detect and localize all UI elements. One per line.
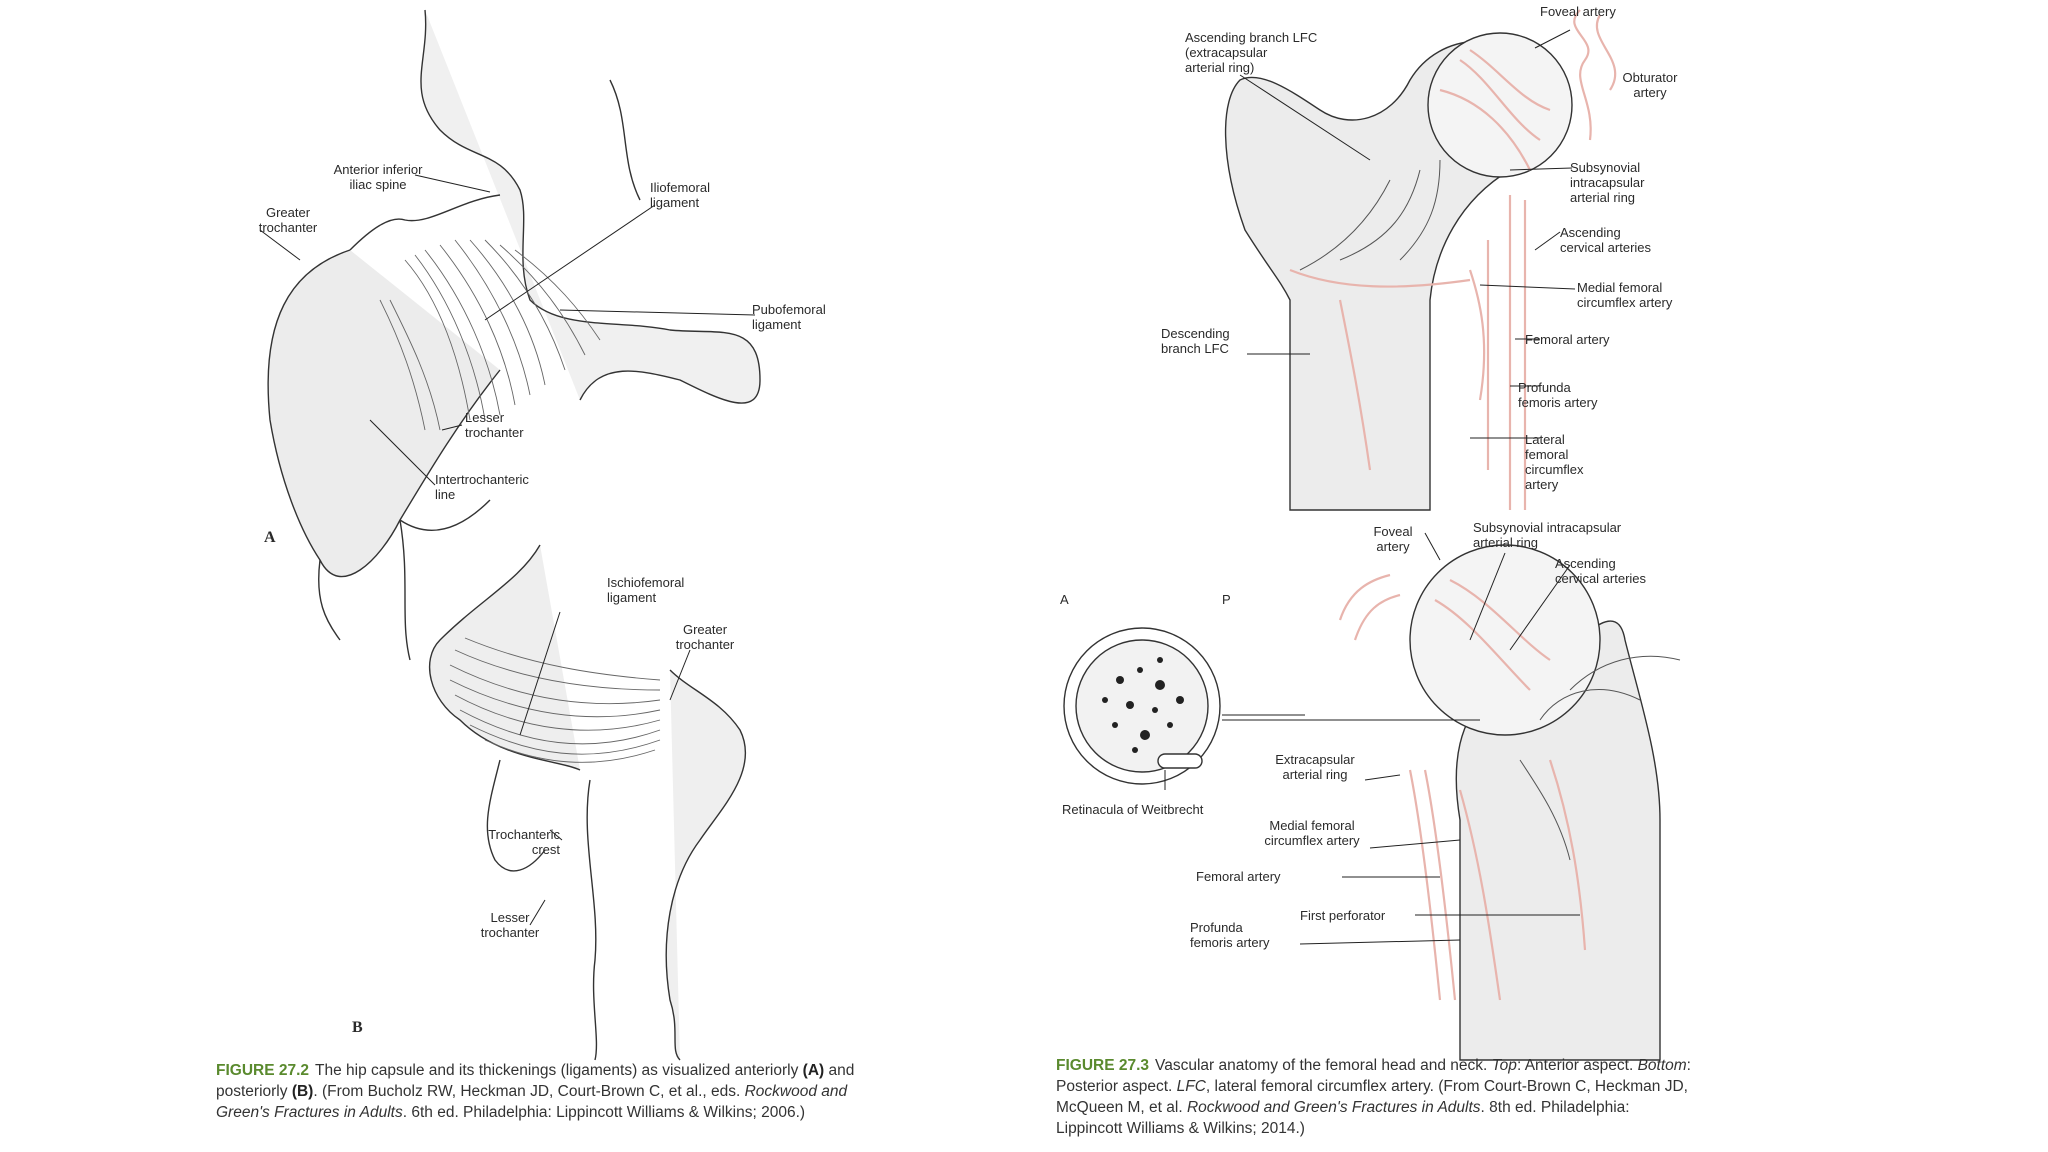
panel-a-drawing: [267, 9, 761, 661]
label-profunda-top: Profunda femoris artery: [1518, 380, 1598, 410]
label-lesser-trochanter-a: Lesser trochanter: [465, 410, 524, 440]
label-lesser-trochanter-b: Lesser trochanter: [480, 910, 540, 940]
figure-27-3: Foveal artery Obturator artery Ascending…: [1040, 0, 2048, 1152]
label-subsynovial-ring-top: Subsynovial intracapsular arterial ring: [1570, 160, 1645, 205]
label-intertrochanteric-line: Intertrochanteric line: [435, 472, 529, 502]
label-anterior-a: A: [1060, 592, 1069, 607]
label-femoral-artery-bottom: Femoral artery: [1196, 869, 1281, 884]
label-ascending-cervical-top: Ascending cervical arteries: [1560, 225, 1652, 255]
femoral-vascular-illustration: [1063, 9, 1681, 1061]
top-leaders: [1239, 29, 1576, 439]
label-posterior-p: P: [1222, 592, 1231, 607]
label-ischiofemoral-ligament: Ischiofemoral ligament: [607, 575, 685, 605]
panel-a-leaders: [259, 174, 756, 486]
top-femur-drawing: [1224, 9, 1617, 511]
label-trochanteric-crest: Trochanteric crest: [488, 827, 560, 857]
caption-figure-number: FIGURE 27.2: [216, 1062, 310, 1079]
label-retinacula-weitbrecht: Retinacula of Weitbrecht: [1062, 802, 1204, 817]
label-descending-branch-lfc: Descending branch LFC: [1161, 326, 1230, 356]
label-obturator-artery: Obturator artery: [1622, 70, 1678, 100]
label-extracapsular-ring: Extracapsular arterial ring: [1275, 752, 1355, 782]
hip-ligaments-illustration: [259, 9, 761, 1061]
panel-b-letter: B: [352, 1019, 363, 1036]
label-profunda-bottom: Profunda femoris artery: [1190, 920, 1270, 950]
label-foveal-artery-bottom: Foveal artery: [1373, 524, 1413, 554]
label-ascending-branch-lfc: Ascending branch LFC (extracapsular arte…: [1185, 30, 1318, 75]
panel-a-letter: A: [264, 529, 276, 546]
panel-b-drawing: [428, 544, 747, 1061]
label-iliofemoral-ligament: Iliofemoral ligament: [650, 180, 710, 210]
label-mfca-top: Medial femoral circumflex artery: [1577, 280, 1673, 310]
label-subsynovial-ring-bottom: Subsynovial intracapsular arterial ring: [1473, 520, 1622, 550]
label-lfca-top: Lateral femoral circumflex artery: [1525, 432, 1584, 492]
panel-b-leaders: [519, 611, 691, 926]
label-mfca-bottom: Medial femoral circumflex artery: [1264, 818, 1360, 848]
figure-27-2: A B Anterior inferior iliac spine Greate…: [200, 0, 900, 1152]
label-ascending-cervical-bottom: Ascending cervical arteries: [1555, 556, 1647, 586]
label-greater-trochanter-b: Greater trochanter: [675, 622, 735, 652]
label-greater-trochanter-a: Greater trochanter: [258, 205, 318, 235]
label-foveal-artery-top: Foveal artery: [1540, 4, 1616, 19]
label-first-perforator: First perforator: [1300, 908, 1386, 923]
label-anterior-inferior-iliac-spine: Anterior inferior iliac spine: [333, 162, 423, 192]
bottom-leaders: [1164, 532, 1580, 945]
caption-figure-number: FIGURE 27.3: [1056, 1057, 1150, 1074]
label-pubofemoral-ligament: Pubofemoral ligament: [752, 302, 826, 332]
bottom-femur-drawing: [1063, 544, 1681, 1061]
label-femoral-artery-top: Femoral artery: [1525, 332, 1610, 347]
